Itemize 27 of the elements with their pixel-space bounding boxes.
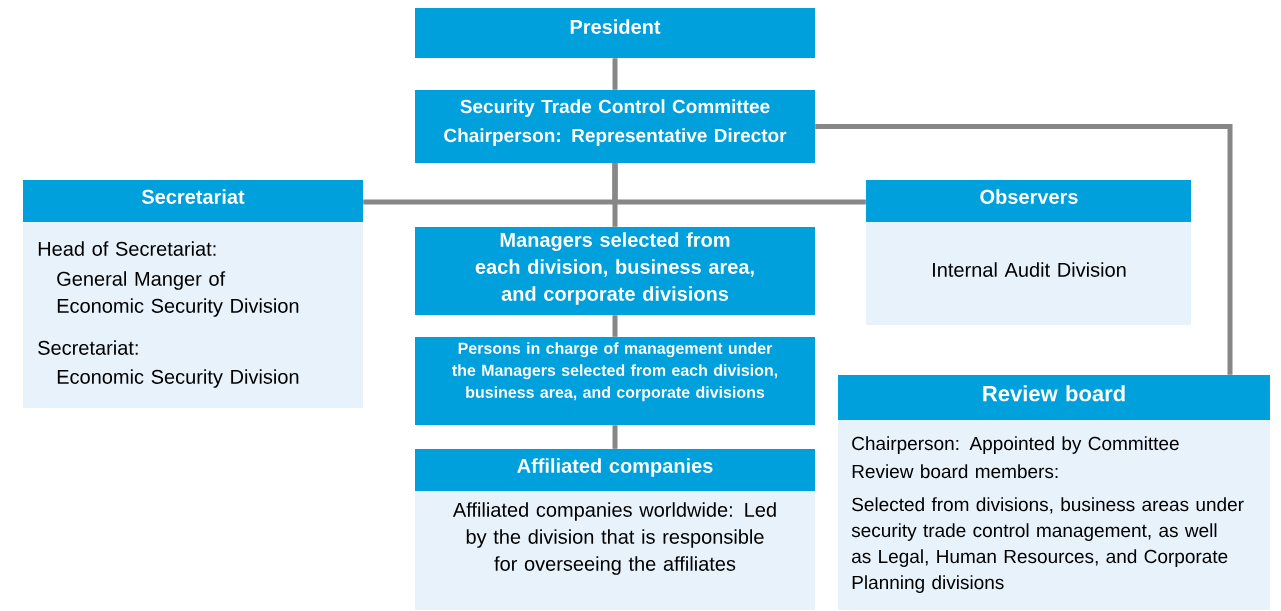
org-box bbox=[415, 337, 815, 425]
body-text: Head of Secretariat: bbox=[38, 241, 216, 256]
header-title: Observers bbox=[980, 189, 1078, 204]
body-text: Selected from divisions, business areas under security trade control management, as well as Legal, Human Resources, and Corporate Planning divisions bbox=[851, 497, 1244, 593]
org-box bbox=[415, 90, 815, 163]
header-title: Affiliated companies bbox=[517, 458, 713, 477]
box-title: President bbox=[570, 19, 661, 34]
body-text: Internal Audit Division bbox=[933, 262, 1126, 277]
connector-line bbox=[815, 124, 1233, 375]
body-text: Affiliated companies worldwide: Led by the division that is responsible for overseeing the affiliates bbox=[452, 502, 776, 575]
connector-line bbox=[612, 315, 618, 337]
header-title: Secretariat bbox=[141, 189, 245, 204]
box-title: Chairperson: Representative Director bbox=[444, 128, 787, 146]
body-text: General Manger of Economic Security Division bbox=[57, 271, 299, 317]
connector-line bbox=[612, 163, 618, 227]
org-box bbox=[415, 227, 815, 315]
connector-line bbox=[612, 58, 618, 90]
box-title: Managers selected from each division, business area, and corporate divisions bbox=[475, 232, 754, 305]
org-box bbox=[415, 8, 815, 58]
box-title: Persons in charge of management under the Managers selected from each division, business area, and corporate divisions bbox=[452, 342, 778, 402]
header-title: Review board bbox=[983, 385, 1125, 402]
body-text: Review board members: bbox=[852, 464, 1058, 479]
body-text: Economic Security Division bbox=[57, 369, 299, 388]
body-text: Secretariat: bbox=[38, 340, 138, 355]
box-title: Security Trade Control Committee bbox=[460, 99, 770, 117]
body-text: Chairperson: Appointed by Committee bbox=[852, 436, 1179, 454]
connector-line bbox=[612, 425, 618, 449]
